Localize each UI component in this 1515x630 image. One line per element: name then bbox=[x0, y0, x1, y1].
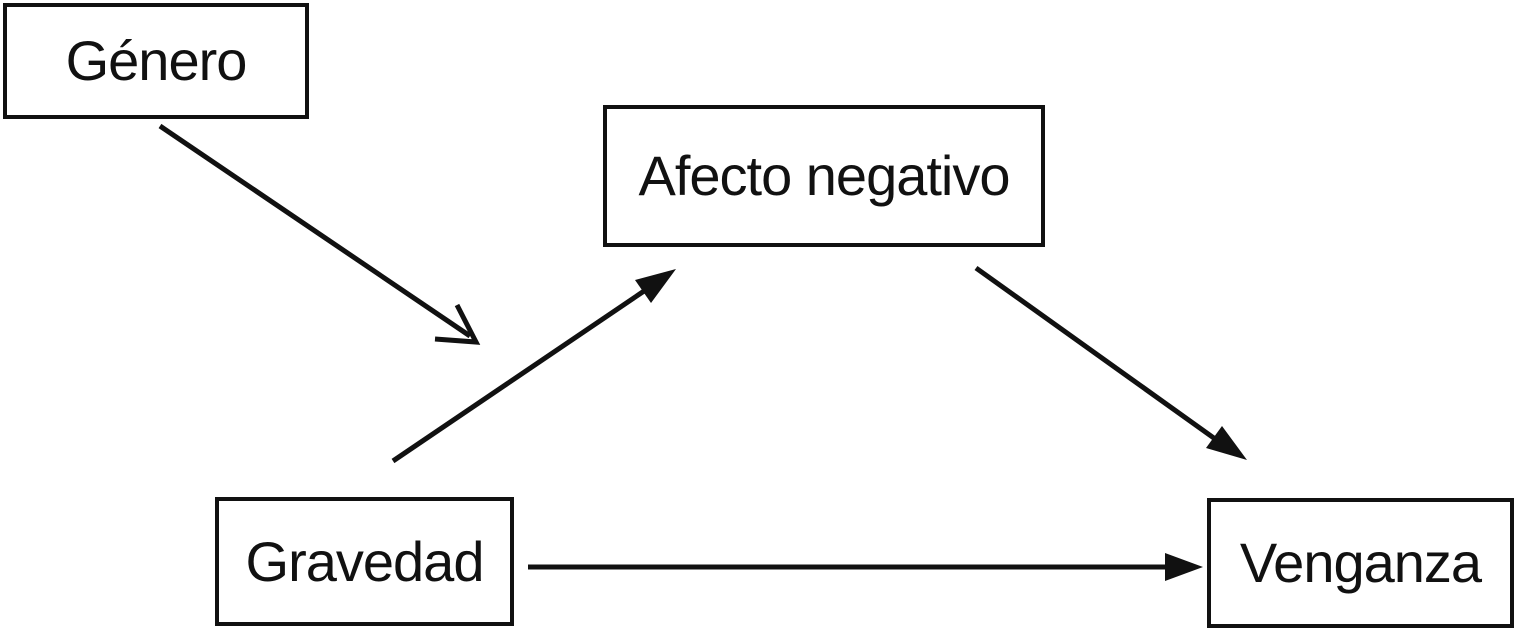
node-genero: Género bbox=[3, 3, 309, 119]
arrowhead-filled bbox=[1165, 553, 1203, 581]
arrowhead-open bbox=[434, 303, 481, 345]
edge-gravedad-afecto-line bbox=[391, 284, 652, 464]
edge-gravedad-venganza bbox=[528, 553, 1203, 581]
edge-genero-moderation bbox=[158, 123, 481, 345]
edge-afecto-venganza bbox=[974, 265, 1247, 460]
node-gravedad-label: Gravedad bbox=[245, 529, 485, 593]
arrowhead-filled bbox=[635, 269, 676, 303]
node-gravedad: Gravedad bbox=[215, 497, 514, 626]
edge-afecto-venganza-line bbox=[974, 265, 1220, 444]
node-afecto-negativo-label: Afecto negativo bbox=[638, 144, 1010, 207]
node-afecto-negativo: Afecto negativo bbox=[603, 105, 1045, 247]
node-genero-label: Género bbox=[65, 29, 248, 92]
node-venganza: Venganza bbox=[1207, 498, 1514, 628]
edge-gravedad-afecto bbox=[391, 269, 676, 464]
edge-genero-moderation-line bbox=[158, 123, 472, 339]
node-venganza-label: Venganza bbox=[1239, 531, 1482, 594]
arrowhead-filled bbox=[1206, 426, 1247, 460]
